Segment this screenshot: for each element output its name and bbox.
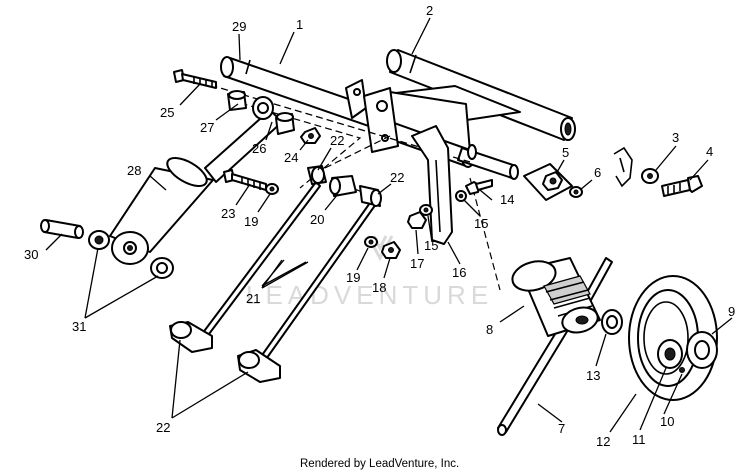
nut-24 (300, 127, 321, 144)
callout-13: 13 (586, 368, 600, 383)
leader-lines (45, 17, 733, 433)
hub-11 (657, 339, 683, 369)
callout-3: 3 (672, 130, 679, 145)
bushing-30 (40, 219, 84, 239)
callout-19-right: 19 (346, 270, 360, 285)
callout-27: 27 (200, 120, 214, 135)
bushing-22a (307, 165, 327, 185)
callout-17: 17 (410, 256, 424, 271)
callout-20: 20 (310, 212, 324, 227)
callout-22-top: 22 (330, 133, 344, 148)
render-credit-caption: Rendered by LeadVenture, Inc. (300, 458, 459, 470)
callout-22-mid: 22 (390, 170, 404, 185)
callout-15-left: 15 (424, 238, 438, 253)
spring-8 (511, 257, 601, 337)
washer-19a (265, 183, 279, 195)
frame-tube-2 (386, 49, 576, 141)
washer-6 (569, 186, 583, 198)
watermark-text: LEADVENTURE (246, 280, 493, 310)
washer-15a (455, 190, 467, 202)
callout-12: 12 (596, 434, 610, 449)
callout-23: 23 (221, 206, 235, 221)
bushing-22c (169, 321, 213, 353)
callout-29: 29 (232, 19, 246, 34)
bolt-23 (223, 169, 267, 191)
callout-8: 8 (486, 322, 493, 337)
bearing-cap-9 (686, 331, 718, 369)
callout-1: 1 (296, 17, 303, 32)
bushing-31b (150, 257, 174, 279)
bushing-27 (227, 90, 247, 111)
callout-25: 25 (160, 105, 174, 120)
bushing-20 (329, 175, 357, 197)
bolt-25 (173, 69, 217, 89)
callout-14: 14 (500, 192, 514, 207)
callout-22-bottom: 22 (156, 420, 170, 435)
callout-9: 9 (728, 304, 735, 319)
frame-bracket-plate (345, 79, 399, 153)
callout-10: 10 (660, 414, 674, 429)
spacer-10 (679, 367, 685, 373)
washer-3 (641, 168, 659, 184)
clip-3 (613, 146, 633, 188)
nut-18 (381, 241, 401, 259)
bushing-26 (252, 96, 274, 120)
callout-26: 26 (252, 141, 266, 156)
link-rod-21a (201, 181, 321, 339)
bracket-plate-5 (523, 163, 573, 201)
callout-21: 21 (246, 291, 260, 306)
spacer-26 (275, 112, 295, 135)
callout-28: 28 (127, 163, 141, 178)
callout-30: 30 (24, 247, 38, 262)
bolt-14 (465, 179, 493, 195)
callout-11: 11 (632, 432, 646, 447)
nut-17 (407, 211, 427, 229)
bushing-22d (237, 349, 281, 383)
callout-6: 6 (594, 165, 601, 180)
bushing-31a (88, 230, 110, 250)
callout-31: 31 (72, 319, 86, 334)
wheel-12 (628, 275, 718, 401)
shock-absorber-28 (109, 109, 283, 265)
swing-arm-16 (411, 125, 453, 245)
washer-19b (364, 236, 378, 248)
callout-18: 18 (372, 280, 386, 295)
washer-15b (419, 204, 433, 216)
callout-4: 4 (706, 144, 713, 159)
bolt-4 (661, 175, 703, 197)
callout-19-left: 19 (244, 214, 258, 229)
washer-13 (601, 309, 623, 335)
callout-24: 24 (284, 150, 298, 165)
callout-2: 2 (426, 3, 433, 18)
callout-5: 5 (562, 145, 569, 160)
callout-7: 7 (558, 421, 565, 436)
bushing-22b (359, 185, 382, 207)
callout-15-right: 15 (474, 216, 488, 231)
pivot-shaft (457, 144, 519, 180)
callout-16: 16 (452, 265, 466, 280)
